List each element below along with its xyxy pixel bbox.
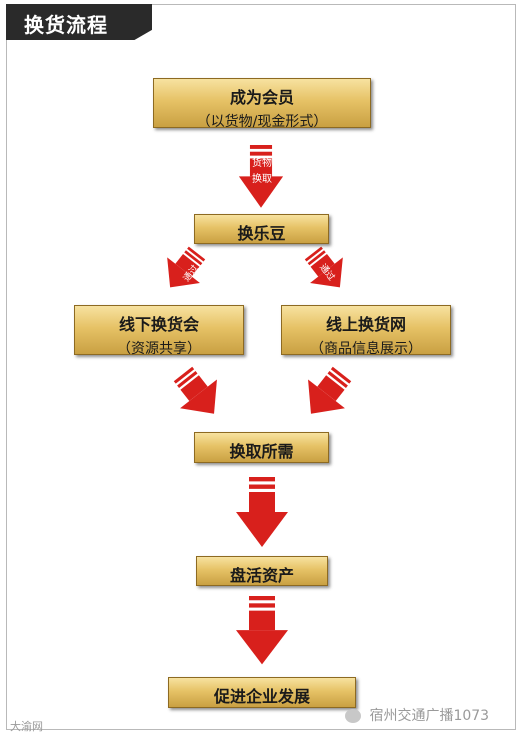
node-revitalize-assets: 盘活资产 xyxy=(196,556,328,586)
watermark-left-text: 大渝网 xyxy=(10,720,43,733)
node-online-site-title: 线上换货网 xyxy=(325,315,406,334)
node-promote-development-title: 促进企业发展 xyxy=(213,687,310,706)
node-beans: 换乐豆 xyxy=(194,214,329,244)
node-offline-fair-title: 线下换货会 xyxy=(118,315,199,334)
node-offline-fair-subtitle: （资源共享） xyxy=(117,341,201,357)
node-online-site-subtitle: （商品信息展示） xyxy=(310,341,422,357)
node-exchange-needs-title: 换取所需 xyxy=(229,442,294,461)
node-become-member-subtitle: （以货物/现金形式） xyxy=(196,114,328,130)
wechat-icon xyxy=(345,709,361,723)
node-offline-fair: 线下换货会 （资源共享） xyxy=(74,305,244,357)
node-online-site: 线上换货网 （商品信息展示） xyxy=(281,305,451,357)
node-promote-development: 促进企业发展 xyxy=(168,677,356,708)
node-revitalize-assets-title: 盘活资产 xyxy=(229,566,294,585)
arrow-beans-to-offline xyxy=(153,240,214,301)
title-tag: 换货流程 xyxy=(6,4,152,40)
arrow-revitalize-to-promote xyxy=(236,596,288,665)
arrow-online-to-exchange xyxy=(292,359,361,429)
arrow-label-goods-exchange-1: 货物 xyxy=(252,156,272,169)
arrow-label-goods-exchange-2: 换取 xyxy=(252,172,272,185)
watermark-left: 大渝网 xyxy=(10,718,43,734)
node-beans-title: 换乐豆 xyxy=(237,224,286,243)
diagram-title: 换货流程 xyxy=(24,13,108,37)
arrow-exchange-to-revitalize xyxy=(236,477,288,547)
node-become-member-title: 成为会员 xyxy=(229,88,294,107)
page-frame xyxy=(6,4,516,730)
arrow-offline-to-exchange xyxy=(164,359,233,429)
node-become-member: 成为会员 （以货物/现金形式） xyxy=(153,78,371,130)
watermark-right-text: 宿州交通广播1073 xyxy=(369,708,490,724)
watermark-right: 宿州交通广播1073 xyxy=(345,705,489,725)
node-exchange-needs: 换取所需 xyxy=(194,432,329,463)
